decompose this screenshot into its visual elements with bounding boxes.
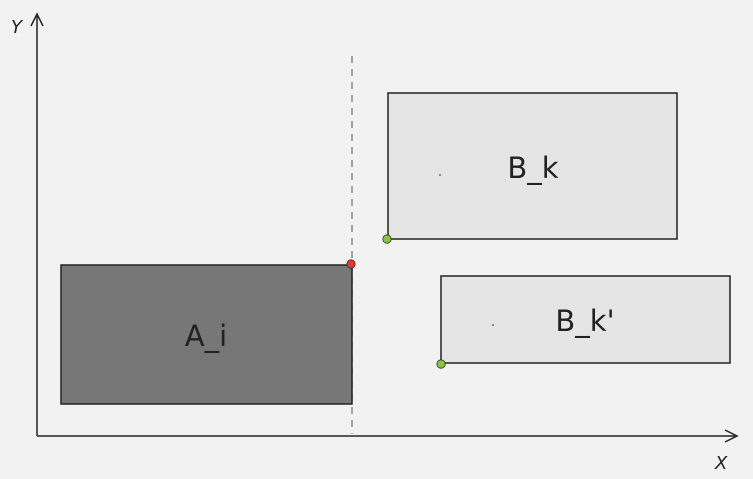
- y-axis-label: Y: [11, 17, 24, 38]
- box-b-k: B_k: [387, 92, 678, 240]
- box-b-kp: B_k': [440, 275, 731, 364]
- corner-point-red: [346, 259, 356, 269]
- box-b-kp-center-dot: [492, 324, 494, 326]
- x-axis-label: X: [714, 453, 728, 474]
- box-a-i-label: A_i: [185, 319, 227, 353]
- y-axis-arrowhead: [30, 12, 44, 27]
- box-b-k-center-dot: [439, 174, 441, 176]
- box-b-k-label: B_k: [507, 151, 558, 185]
- x-axis-arrowhead: [724, 429, 739, 443]
- corner-point-green-b-kp: [436, 359, 446, 369]
- box-b-kp-label: B_k': [555, 304, 614, 338]
- box-b-kp-rect: [440, 275, 731, 364]
- box-b-k-rect: [387, 92, 678, 240]
- box-a-i: A_i: [60, 264, 353, 405]
- axes: Y X: [11, 12, 739, 474]
- corner-point-green-b-k: [382, 234, 392, 244]
- box-a-i-rect: [60, 264, 353, 405]
